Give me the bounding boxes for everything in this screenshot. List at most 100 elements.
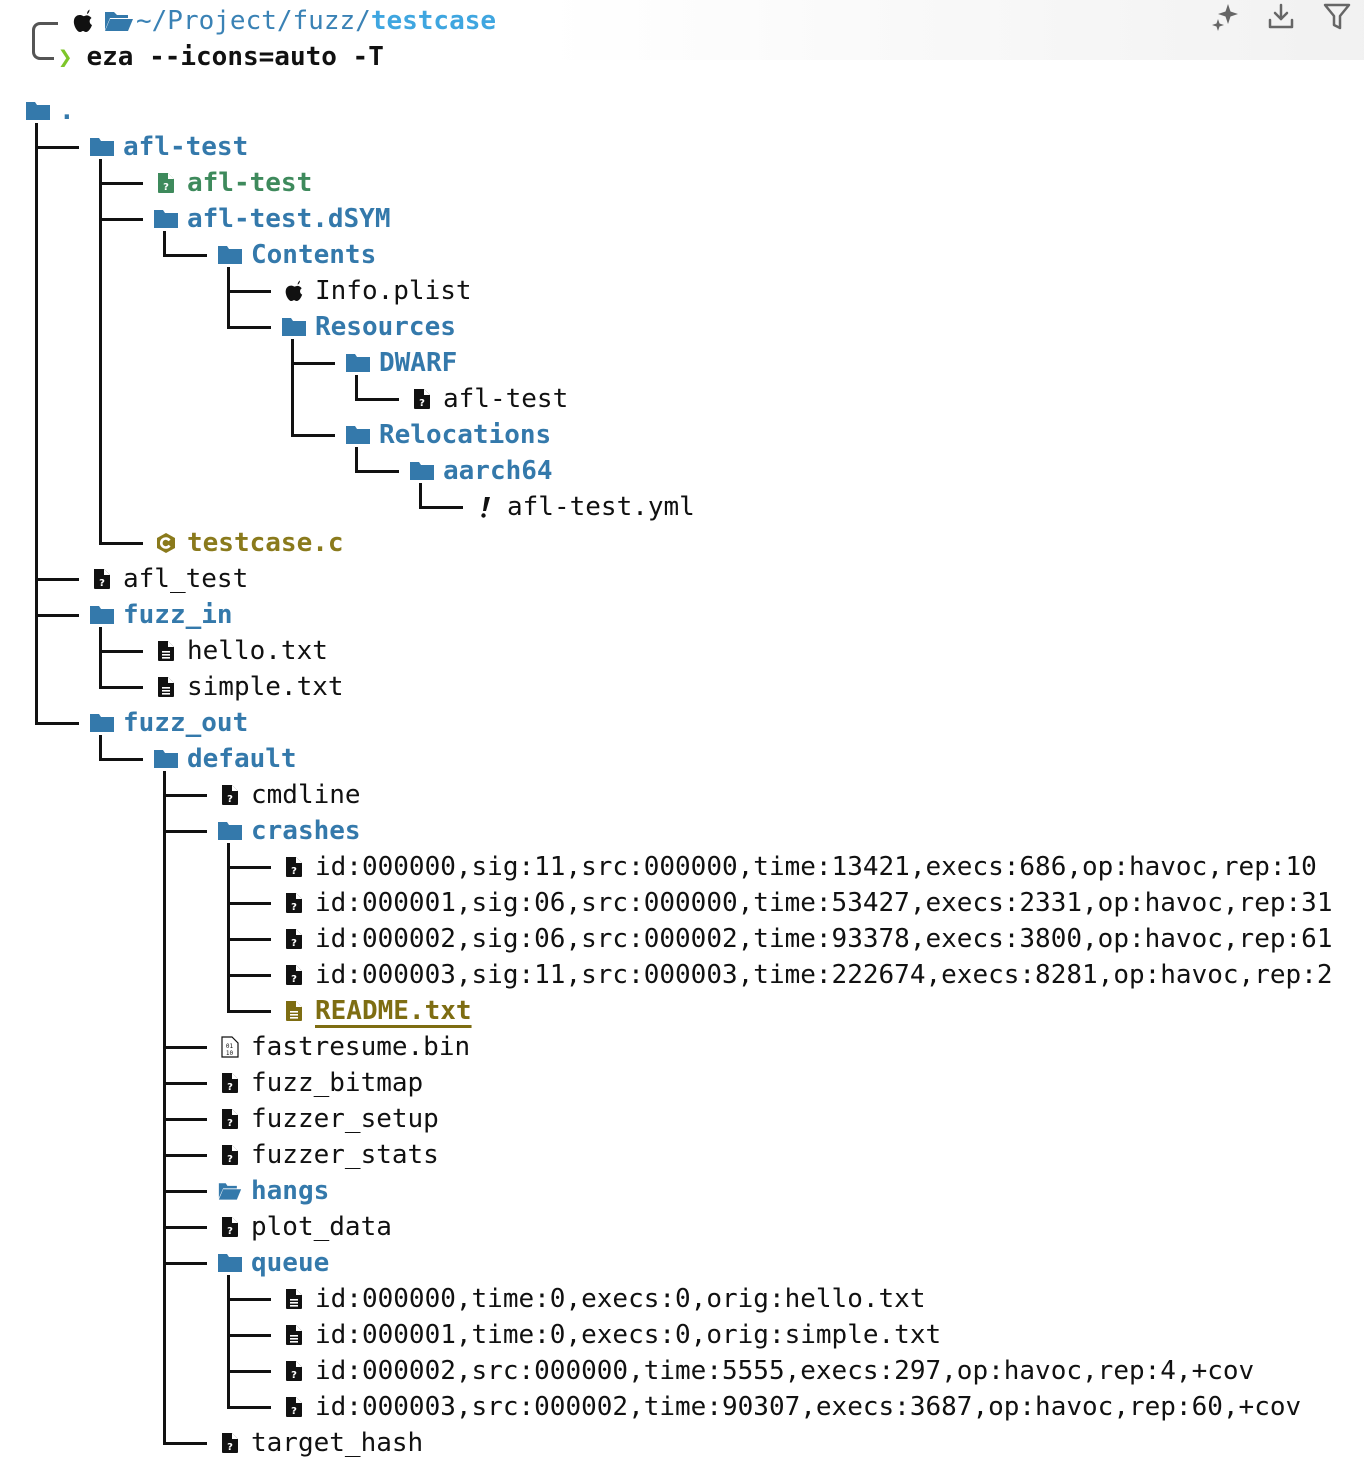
tree-connector: [163, 1154, 207, 1157]
tree-file[interactable]: ? fuzz_bitmap: [218, 1065, 423, 1101]
command-text[interactable]: eza --icons=auto -T: [86, 42, 384, 72]
file-unknown-icon: ?: [218, 1431, 242, 1455]
file-unknown-icon: ?: [282, 855, 306, 879]
tree-file[interactable]: ? id:000000,sig:11,src:000000,time:13421,…: [282, 849, 1317, 885]
tree-entry-name: Resources: [315, 312, 456, 342]
tree-folder[interactable]: Resources: [282, 309, 456, 345]
tree-connector: [99, 542, 143, 545]
filter-button[interactable]: [1320, 0, 1354, 34]
tree-file[interactable]: ?afl_test: [90, 561, 248, 597]
tree-file[interactable]: ?afl-test: [410, 381, 568, 417]
folder-open-icon: [105, 12, 133, 31]
tree-entry-name: hello.txt: [187, 636, 328, 666]
svg-text:?: ?: [291, 974, 297, 985]
tree-entry-name: afl-test: [123, 132, 249, 162]
tree-connector: [99, 218, 143, 221]
tree-folder[interactable]: fuzz_in: [90, 597, 233, 633]
tree-folder[interactable]: crashes: [218, 813, 361, 849]
tree-folder[interactable]: default: [154, 741, 297, 777]
tree-file[interactable]: ?id:000002,src:000000,time:5555,execs:29…: [282, 1353, 1254, 1389]
title-bar-fade: [0, 0, 1364, 60]
tree-connector: [227, 902, 271, 905]
file-unknown-icon: ?: [282, 927, 306, 951]
tree-folder[interactable]: fuzz_out: [90, 705, 248, 741]
tree-file[interactable]: Info.plist: [282, 273, 472, 309]
tree-file[interactable]: afl-test.yml: [474, 489, 695, 525]
sparkle-icon: [1212, 4, 1238, 31]
prompt-command-line: ❯ eza --icons=auto -T: [58, 40, 384, 74]
tree-folder[interactable]: afl-test.dSYM: [154, 201, 391, 237]
tree-entry-name: fuzzer_stats: [251, 1140, 439, 1170]
tree-file[interactable]: ?fuzzer_setup: [218, 1101, 439, 1137]
svg-text:10: 10: [226, 1050, 234, 1057]
file-unknown-icon: ?: [218, 1143, 242, 1167]
tree-file[interactable]: ?id:000001,sig:06,src:000000,time:53427,…: [282, 885, 1332, 921]
tree-folder[interactable]: Relocations: [346, 417, 551, 453]
tree-connector: [227, 1334, 271, 1337]
tree-file[interactable]: ?id:000003,src:000002,time:90307,execs:3…: [282, 1389, 1301, 1425]
file-unknown-icon: ?: [90, 567, 114, 591]
tree-connector: [227, 974, 271, 977]
prompt-bracket: [32, 22, 58, 60]
folder-icon: [282, 315, 306, 339]
file-unknown-icon: ?: [218, 1215, 242, 1239]
tree-folder[interactable]: hangs: [218, 1173, 329, 1209]
tree-file[interactable]: id:000001,time:0,execs:0,orig:simple.txt: [282, 1317, 941, 1353]
tree-file[interactable]: ?plot_data: [218, 1209, 392, 1245]
tree-folder[interactable]: queue: [218, 1245, 329, 1281]
folder-icon: [90, 711, 114, 735]
tree-folder[interactable]: Contents: [218, 237, 376, 273]
tree-file[interactable]: ?cmdline: [218, 777, 361, 813]
tree-file[interactable]: ? target_hash: [218, 1425, 423, 1461]
folder-icon: [410, 459, 434, 483]
tree-connector: [355, 398, 399, 401]
folder-open-icon: [218, 1179, 242, 1203]
tree-entry-name: target_hash: [251, 1428, 424, 1458]
svg-text:01: 01: [226, 1043, 234, 1050]
sparkle-button[interactable]: [1208, 0, 1242, 34]
svg-text:?: ?: [227, 1082, 233, 1093]
svg-text:?: ?: [227, 1154, 233, 1165]
tree-file[interactable]: testcase.c: [154, 525, 344, 561]
tree-file[interactable]: ?id:000002,sig:06,src:000002,time:93378,…: [282, 921, 1332, 957]
tree-file[interactable]: id:000000,time:0,execs:0,orig:hello.txt: [282, 1281, 925, 1317]
folder-icon: [90, 135, 114, 159]
tree-file[interactable]: README.txt: [282, 993, 472, 1029]
file-unknown-icon: ?: [218, 1071, 242, 1095]
tree-entry-name: default: [187, 744, 297, 774]
prompt-chevron: ❯: [58, 43, 73, 71]
prompt-path-prefix: ~/Project/fuzz/: [136, 6, 371, 36]
file-unknown-icon: ?: [218, 783, 242, 807]
tree-entry-name: afl-test.yml: [507, 492, 695, 522]
tree-entry-name: afl-test.dSYM: [187, 204, 391, 234]
folder-icon: [346, 423, 370, 447]
tree-folder[interactable]: .: [26, 93, 75, 129]
tree-file[interactable]: ?afl-test: [154, 165, 312, 201]
tree-folder[interactable]: afl-test: [90, 129, 248, 165]
tree-connector: [227, 1010, 271, 1013]
tree-folder[interactable]: aarch64: [410, 453, 553, 489]
tree-folder[interactable]: DWARF: [346, 345, 457, 381]
svg-text:?: ?: [227, 1118, 233, 1129]
download-button[interactable]: [1264, 0, 1298, 34]
tree-entry-name: id:000003,src:000002,time:90307,execs:36…: [315, 1392, 1302, 1422]
tree-connector: [99, 650, 143, 653]
tree-file[interactable]: ?id:000003,sig:11,src:000003,time:222674…: [282, 957, 1332, 993]
tree-file[interactable]: hello.txt: [154, 633, 328, 669]
file-unknown-icon: ?: [282, 891, 306, 915]
tree-file[interactable]: ? fuzzer_stats: [218, 1137, 439, 1173]
tree-entry-name: Info.plist: [315, 276, 472, 306]
folder-icon: [218, 243, 242, 267]
tree-connector: [163, 1190, 207, 1193]
folder-icon: [218, 819, 242, 843]
tree-entry-name: id:000000,sig:11,src:000000,time:13421,e…: [315, 852, 1317, 882]
tree-file[interactable]: simple.txt: [154, 669, 344, 705]
svg-text:?: ?: [291, 1370, 297, 1381]
svg-text:?: ?: [163, 182, 169, 193]
tree-connector: [419, 506, 463, 509]
tree-entry-name: .: [59, 96, 75, 126]
tree-branch-line: [227, 843, 230, 1012]
tree-entry-name: fuzz_bitmap: [251, 1068, 424, 1098]
